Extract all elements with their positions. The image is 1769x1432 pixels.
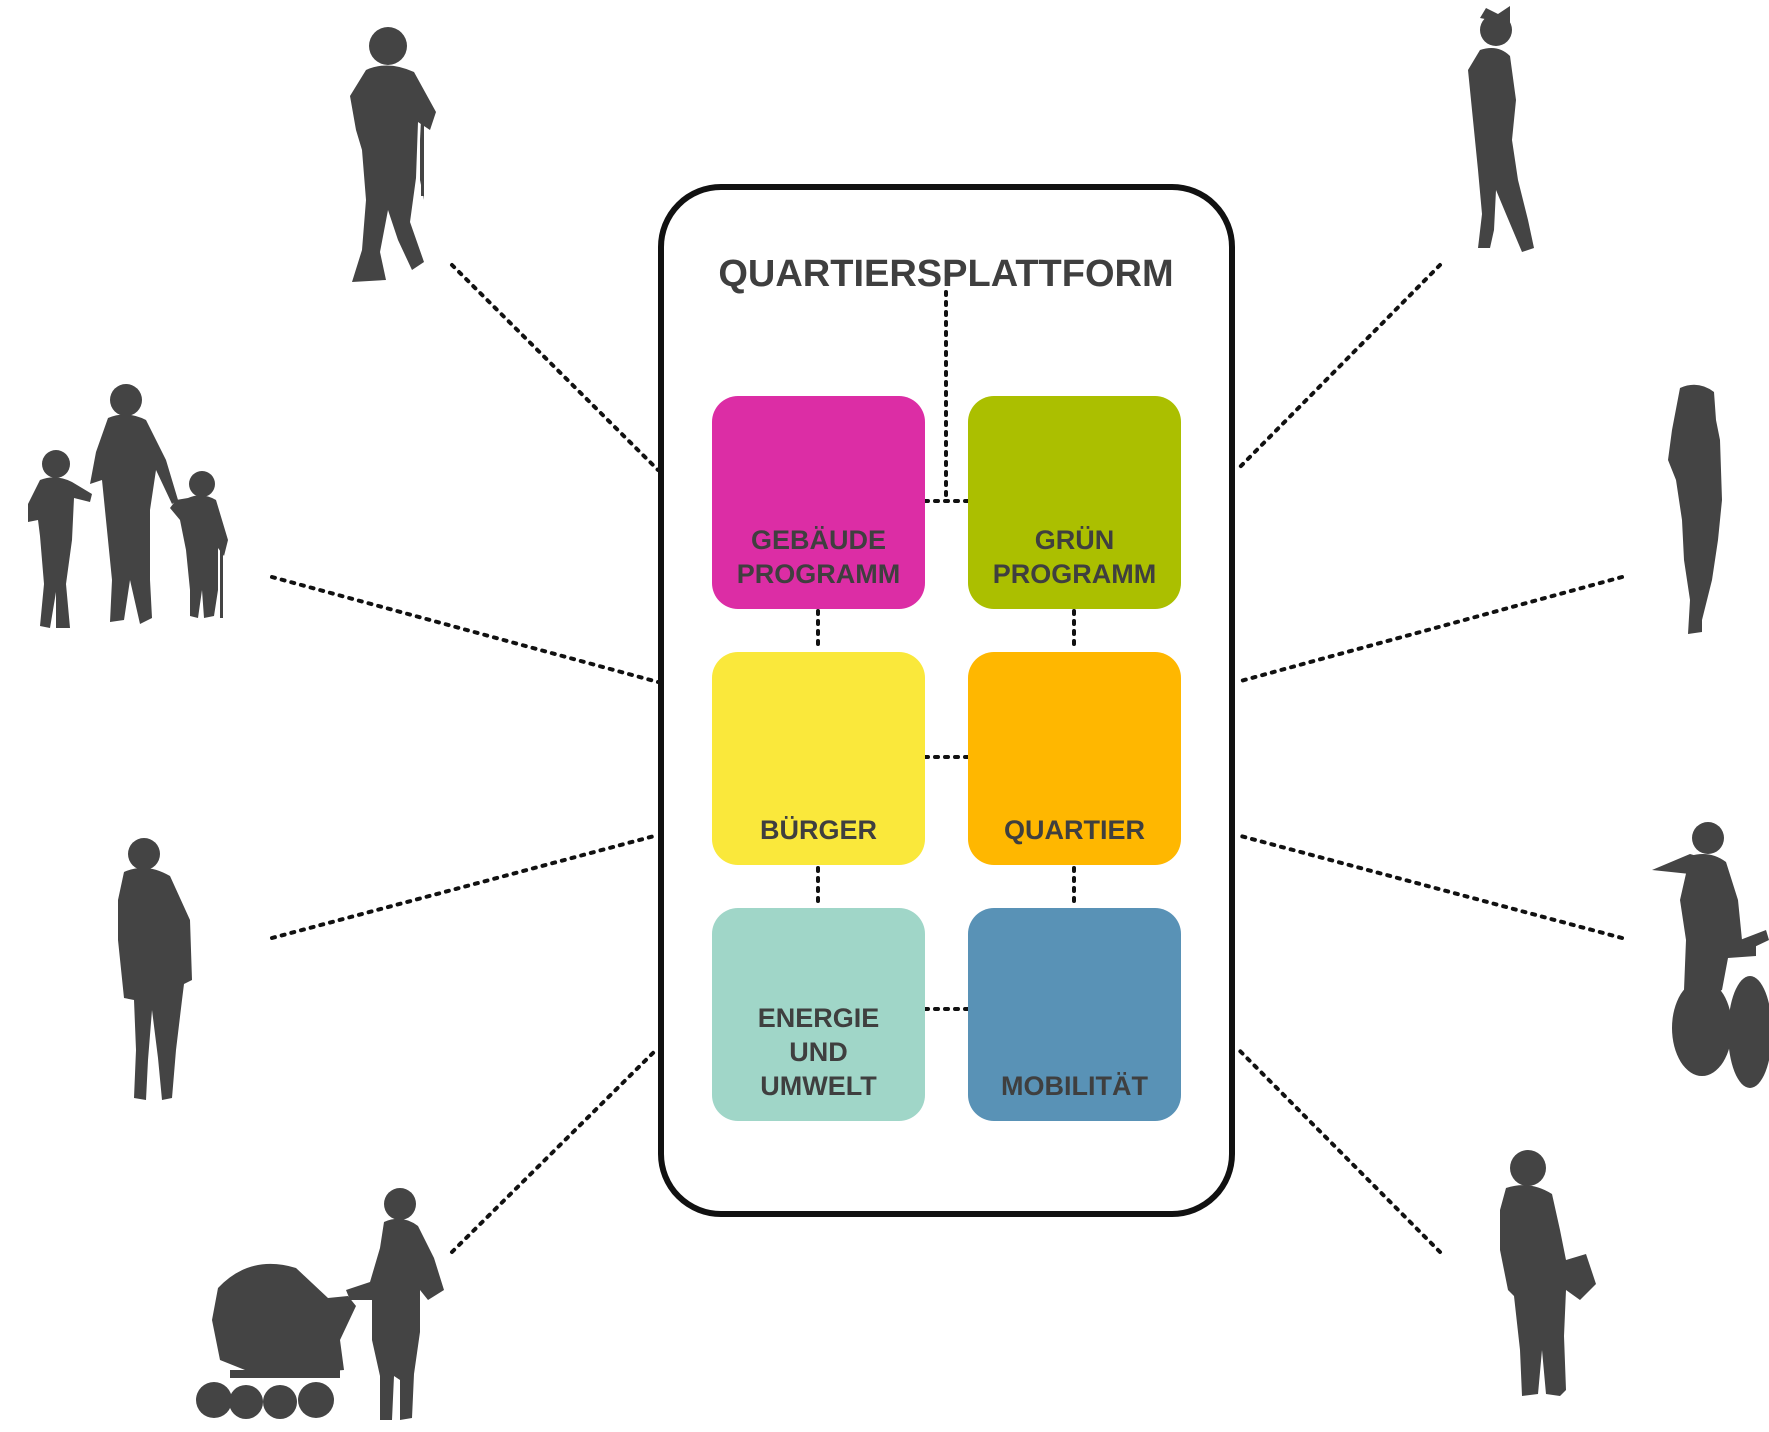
tile-energie-label: ENERGIE bbox=[758, 1003, 880, 1033]
tile-connectors bbox=[816, 290, 1076, 1011]
tile-gruen-box bbox=[968, 396, 1181, 609]
tile-energie-box bbox=[712, 908, 925, 1121]
tile-gruen: GRÜN PROGRAMM bbox=[968, 396, 1181, 609]
connector-mid-right-upper bbox=[1235, 575, 1624, 684]
people-connectors bbox=[270, 263, 1624, 1254]
tile-gruen-label: PROGRAMM bbox=[993, 559, 1157, 589]
tile-mobilitaet-label: MOBILITÄT bbox=[1001, 1071, 1148, 1101]
tile-energie-label: UMWELT bbox=[760, 1071, 877, 1101]
tile-quartier-label: QUARTIER bbox=[1004, 815, 1145, 845]
parent-with-two-children-icon bbox=[28, 384, 228, 628]
walking-man-with-cane-icon bbox=[350, 27, 436, 282]
tile-gebaeude-label: GEBÄUDE bbox=[751, 525, 886, 555]
connector-bottom-right bbox=[1235, 1046, 1442, 1254]
tile-mobilitaet: MOBILITÄT bbox=[968, 908, 1181, 1121]
tile-quartier: QUARTIER bbox=[968, 652, 1181, 865]
woman-with-bag-icon bbox=[1500, 1150, 1596, 1396]
tile-buerger-label: BÜRGER bbox=[760, 815, 877, 845]
connector-top-left bbox=[450, 263, 660, 472]
tile-gebaeude: GEBÄUDE PROGRAMM bbox=[712, 396, 925, 609]
tile-energie: ENERGIE UND UMWELT bbox=[712, 908, 925, 1121]
tile-gebaeude-label: PROGRAMM bbox=[737, 559, 901, 589]
program-tiles: GEBÄUDE PROGRAMM GRÜN PROGRAMM BÜRGER QUARTIE… bbox=[712, 396, 1181, 1121]
tile-quartier-box bbox=[968, 652, 1181, 865]
tile-energie-label: UND bbox=[789, 1037, 848, 1067]
man-with-scarf-icon bbox=[118, 838, 192, 1100]
connector-mid-left-upper bbox=[270, 575, 660, 684]
tile-buerger-box bbox=[712, 652, 925, 865]
tile-gruen-label: GRÜN bbox=[1035, 525, 1115, 555]
connector-bottom-left bbox=[450, 1046, 660, 1254]
woman-walking-icon bbox=[1668, 384, 1722, 634]
connector-mid-left-lower bbox=[270, 833, 660, 940]
connector-top-right bbox=[1235, 263, 1442, 472]
tile-buerger: BÜRGER bbox=[712, 652, 925, 865]
woman-with-stroller-icon bbox=[196, 1188, 444, 1420]
connector-mid-right-lower bbox=[1235, 833, 1624, 940]
young-woman-standing-icon bbox=[1468, 6, 1534, 252]
platform-title: QUARTIERSPLATTFORM bbox=[718, 253, 1173, 295]
tile-mobilitaet-box bbox=[968, 908, 1181, 1121]
tile-gebaeude-box bbox=[712, 396, 925, 609]
people-silhouettes bbox=[28, 6, 1769, 1420]
girl-on-bicycle-icon bbox=[1652, 822, 1769, 1088]
